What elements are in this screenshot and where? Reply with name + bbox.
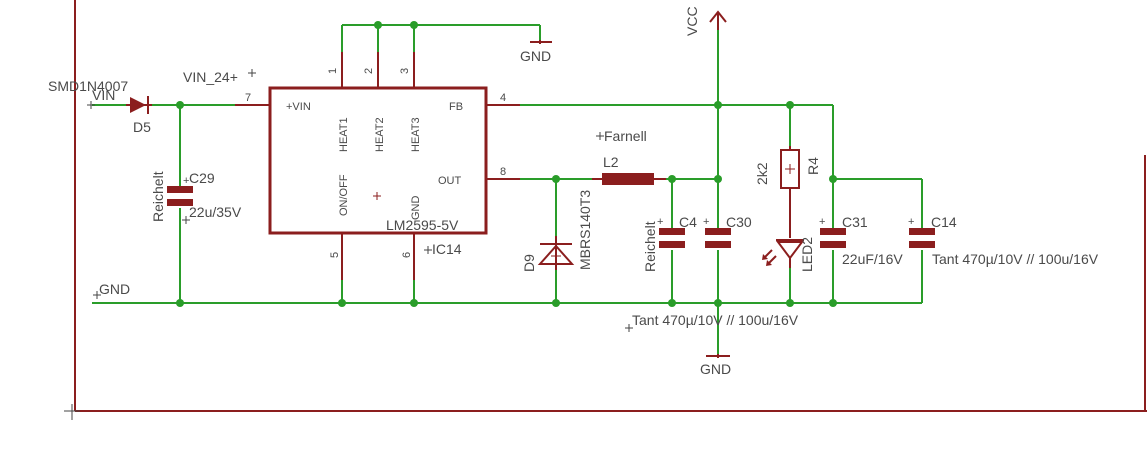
sheet-frame bbox=[64, 0, 1147, 420]
net-vin24: VIN_24+ bbox=[183, 69, 256, 85]
led2-ref: LED2 bbox=[799, 237, 815, 272]
c31-ref: C31 bbox=[842, 214, 868, 230]
pin-label-heat1: HEAT1 bbox=[338, 117, 350, 152]
c30-plus-mark: + bbox=[703, 216, 709, 228]
pin-label-fb: FB bbox=[449, 101, 463, 113]
gnd-symbol-top: GND bbox=[520, 40, 552, 64]
pin-number-4: 4 bbox=[500, 92, 506, 104]
net-label-gnd: GND bbox=[99, 281, 130, 297]
c14-plus-mark: + bbox=[908, 216, 914, 228]
l2-ref: L2 bbox=[603, 154, 619, 170]
capacitor-c29[interactable]: + C29 22u/35V Reichelt bbox=[150, 170, 242, 224]
c31-plus-mark: + bbox=[819, 216, 825, 228]
d9-value: MBRS140T3 bbox=[577, 190, 593, 270]
diode-d9[interactable]: D9 MBRS140T3 bbox=[521, 190, 593, 272]
c29-supplier: Reichelt bbox=[150, 171, 166, 222]
pin-number-2: 2 bbox=[363, 68, 375, 74]
pin-number-6: 6 bbox=[401, 252, 413, 258]
d5-ref: D5 bbox=[133, 119, 151, 135]
net-label-vin: VIN bbox=[92, 87, 115, 103]
net-vin: VIN bbox=[87, 87, 115, 109]
r4-ref: R4 bbox=[805, 157, 821, 175]
ic14-ref: IC14 bbox=[432, 241, 462, 257]
c29-plus-mark: + bbox=[183, 175, 189, 187]
pin-label-heat2: HEAT2 bbox=[374, 117, 386, 152]
c29-ref: C29 bbox=[189, 170, 215, 186]
ic14-regulator[interactable]: +VIN HEAT1 HEAT2 HEAT3 FB OUT ON/OFF GND… bbox=[235, 52, 520, 280]
pin-label-out: OUT bbox=[438, 175, 462, 187]
pin-label-vin: +VIN bbox=[286, 101, 311, 113]
pin-label-onoff: ON/OFF bbox=[338, 174, 350, 216]
led-led2[interactable]: LED2 bbox=[762, 237, 815, 272]
gnd-label-top: GND bbox=[520, 48, 551, 64]
l2-supplier: Farnell bbox=[604, 128, 647, 144]
pin-number-5: 5 bbox=[329, 252, 341, 258]
c4-ref: C4 bbox=[679, 214, 697, 230]
c14-value: Tant 470µ/10V // 100u/16V bbox=[932, 251, 1099, 267]
gnd-label-bottom: GND bbox=[700, 361, 731, 377]
d5-value: SMD1N4007 bbox=[48, 78, 128, 94]
capacitor-c30[interactable]: + C30 Tant 470µ/10V // 100u/16V bbox=[625, 214, 799, 332]
wires bbox=[92, 24, 923, 354]
vcc-label: VCC bbox=[684, 6, 700, 36]
c4-supplier: Reichelt bbox=[642, 221, 658, 272]
capacitor-c31[interactable]: + C31 22uF/16V bbox=[819, 214, 903, 267]
pin-number-8: 8 bbox=[500, 166, 506, 178]
capacitor-c14[interactable]: + C14 Tant 470µ/10V // 100u/16V bbox=[908, 214, 1099, 267]
ic14-value: LM2595-5V bbox=[386, 217, 459, 233]
gnd-symbol-bottom: GND bbox=[700, 354, 731, 377]
resistor-r4[interactable]: 2k2 R4 bbox=[754, 146, 821, 238]
pin-number-3: 3 bbox=[399, 68, 411, 74]
net-gnd-left: GND bbox=[93, 281, 130, 299]
junctions bbox=[176, 21, 837, 307]
vcc-symbol: VCC bbox=[684, 6, 727, 36]
c14-ref: C14 bbox=[931, 214, 957, 230]
pin-number-1: 1 bbox=[327, 68, 339, 74]
capacitor-c4[interactable]: + C4 Reichelt bbox=[642, 214, 697, 272]
pin-label-heat3: HEAT3 bbox=[410, 117, 422, 152]
c29-value: 22u/35V bbox=[189, 204, 242, 220]
c4-plus-mark: + bbox=[657, 216, 663, 228]
c30-value: Tant 470µ/10V // 100u/16V bbox=[632, 312, 799, 328]
d9-ref: D9 bbox=[521, 254, 537, 272]
inductor-l2[interactable]: L2 Farnell bbox=[592, 128, 666, 185]
c30-ref: C30 bbox=[726, 214, 752, 230]
pin-number-7: 7 bbox=[245, 92, 251, 104]
r4-value: 2k2 bbox=[754, 162, 770, 185]
c31-value: 22uF/16V bbox=[842, 251, 903, 267]
diode-d5[interactable]: SMD1N4007 D5 bbox=[48, 78, 152, 135]
net-label-vin24: VIN_24+ bbox=[183, 69, 238, 85]
pin-label-gnd: GND bbox=[410, 196, 422, 221]
